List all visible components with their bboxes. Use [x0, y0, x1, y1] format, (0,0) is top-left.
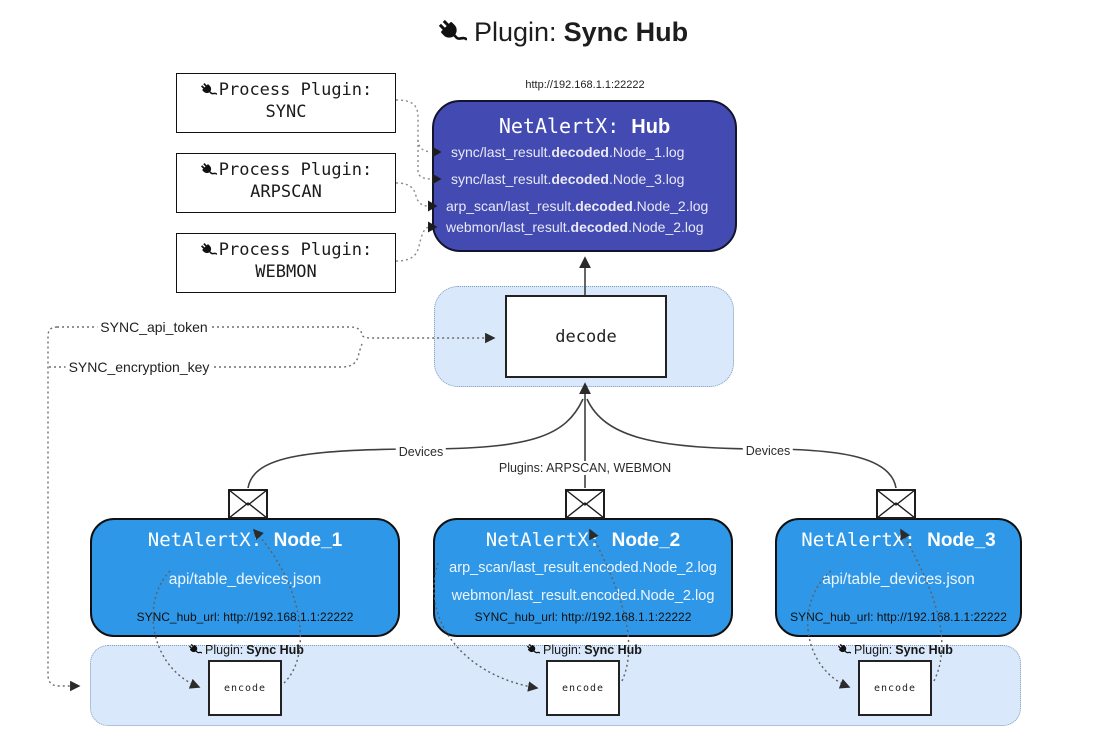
node-hub-url: SYNC_hub_url: http://192.168.1.1:22222 [474, 610, 692, 624]
log-pre: sync/last_result. [451, 171, 552, 187]
page-title-prefix: Plugin: [474, 17, 557, 47]
node-hub-url: SYNC_hub_url: http://192.168.1.1:22222 [136, 610, 354, 624]
node-title-prefix: NetAlertX: [147, 529, 274, 551]
log-pre: arp_scan/last_result. [446, 198, 576, 214]
log-pre: sync/last_result. [451, 144, 552, 160]
decode-box: decode [505, 295, 667, 378]
process-plugin-header: Process Plugin: [177, 240, 395, 260]
hub-title-prefix: NetAlertX: [498, 114, 632, 138]
node-title-prefix: NetAlertX: [801, 529, 928, 551]
process-plugin-box-webmon: Process Plugin: WEBMON [176, 233, 396, 293]
hub-title: NetAlertX: Hub [434, 114, 735, 139]
log-post: .Node_3.log [608, 171, 685, 187]
process-plugin-box-sync: Process Plugin: SYNC [176, 73, 396, 133]
plug-icon [200, 242, 217, 259]
process-plugin-name: WEBMON [255, 262, 317, 282]
process-plugin-header: Process Plugin: [177, 80, 395, 100]
node-title: NetAlertX: Node_1 [92, 529, 398, 552]
process-plugin-box-arpscan: Process Plugin: ARPSCAN [176, 153, 396, 213]
process-plugin-label: Process Plugin: [218, 240, 373, 260]
log-bold: decoded [575, 198, 633, 214]
hub-log-line: arp_scan/last_result.decoded.Node_2.log [446, 198, 708, 214]
plug-icon [437, 18, 467, 48]
page-title: Plugin: Sync Hub [437, 17, 688, 48]
hub-log-line: sync/last_result.decoded.Node_1.log [451, 144, 684, 160]
node-title: NetAlertX: Node_2 [435, 529, 731, 552]
plug-icon [200, 162, 217, 179]
log-pre: webmon/last_result. [446, 219, 571, 235]
encode-box-2: encode [546, 660, 620, 716]
node-title-name: Node_2 [611, 530, 681, 551]
log-post: .Node_2.log [632, 198, 709, 214]
log-post: .Node_1.log [608, 144, 685, 160]
process-plugin-name: SYNC [265, 102, 307, 122]
hub-url-label: http://192.168.1.1:22222 [525, 79, 645, 91]
node-title-name: Node_3 [927, 530, 996, 551]
node-file: arp_scan/last_result.encoded.Node_2.log [449, 560, 717, 576]
node-file: api/table_devices.json [168, 571, 322, 588]
node-title-name: Node_1 [273, 530, 343, 551]
log-bold: decoded [551, 144, 609, 160]
page-title-name: Sync Hub [563, 17, 689, 47]
log-bold: decoded [570, 219, 629, 235]
node-title: NetAlertX: Node_3 [777, 529, 1020, 552]
node-1-box: NetAlertX: Node_1 api/table_devices.json… [90, 518, 400, 637]
encode-box-3: encode [858, 660, 932, 716]
hub-log-line: webmon/last_result.decoded.Node_2.log [446, 219, 704, 235]
hub-title-name: Hub [631, 116, 671, 138]
log-post: .Node_2.log [628, 219, 704, 235]
plug-icon [200, 82, 217, 99]
node-file: api/table_devices.json [822, 571, 975, 588]
process-plugin-name: ARPSCAN [250, 182, 322, 202]
log-bold: decoded [551, 171, 609, 187]
hub-log-line: sync/last_result.decoded.Node_3.log [451, 171, 684, 187]
hub-box: NetAlertX: Hub sync/last_result.decoded.… [432, 100, 737, 252]
node-2-box: NetAlertX: Node_2 arp_scan/last_result.e… [433, 518, 733, 637]
process-plugin-label: Process Plugin: [218, 160, 373, 180]
process-plugin-label: Process Plugin: [218, 80, 373, 100]
process-plugin-header: Process Plugin: [177, 160, 395, 180]
node-file: webmon/last_result.encoded.Node_2.log [451, 588, 715, 604]
node-title-prefix: NetAlertX: [485, 529, 612, 551]
node-3-box: NetAlertX: Node_3 api/table_devices.json… [775, 518, 1022, 637]
node-hub-url: SYNC_hub_url: http://192.168.1.1:22222 [790, 610, 1007, 624]
encode-box-1: encode [208, 660, 282, 716]
